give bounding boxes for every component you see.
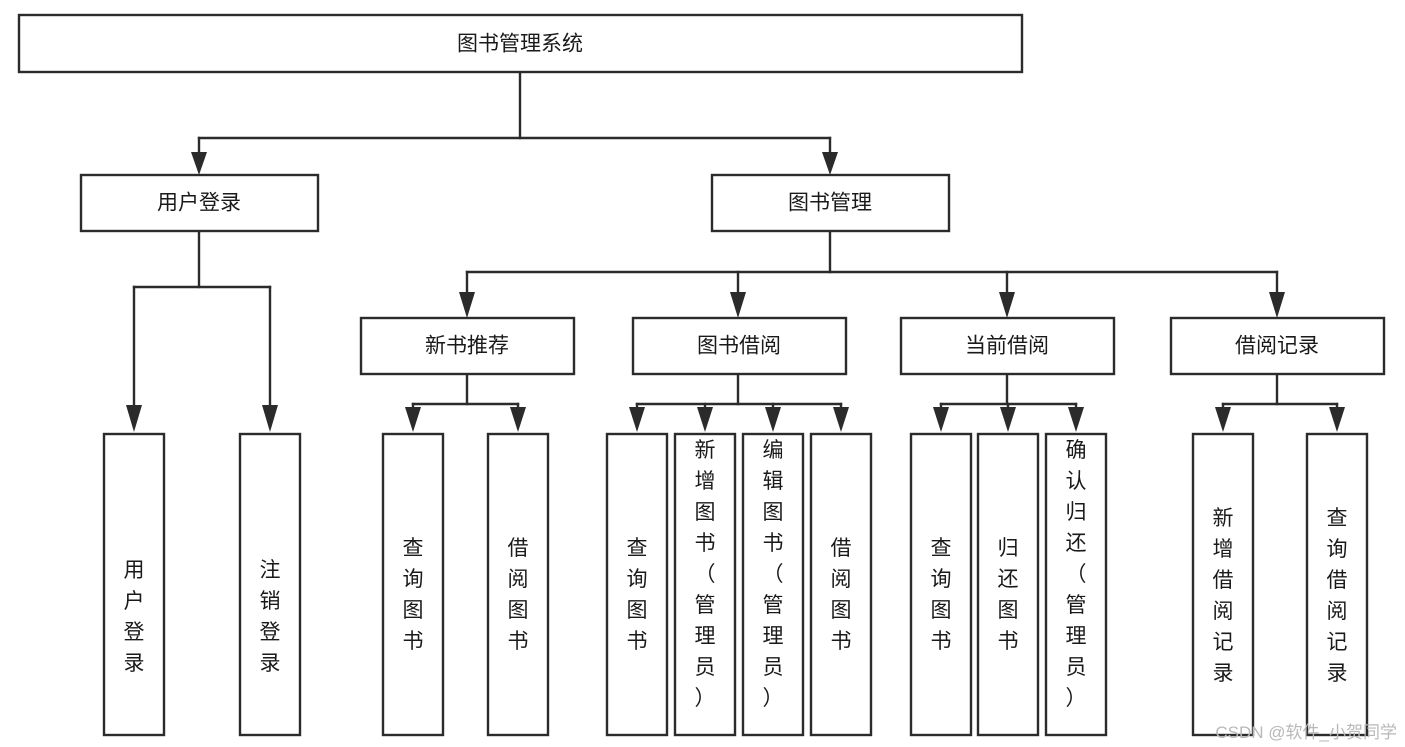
- node-book-manage-box[interactable]: [710, 173, 951, 233]
- node-leaf-add-book-box[interactable]: [673, 432, 737, 737]
- arrow-head-leaf-confirm-return: [1068, 407, 1084, 432]
- node-book-borrow-box[interactable]: [631, 316, 848, 376]
- node-leaf-return-book-box[interactable]: [976, 432, 1040, 737]
- node-leaf-borrow-book-a[interactable]: 借阅图书: [486, 432, 550, 737]
- node-leaf-return-book-label: 归还图书: [998, 537, 1019, 653]
- node-leaf-return-book[interactable]: 归还图书: [976, 432, 1040, 737]
- node-leaf-user-login[interactable]: 用户登录: [102, 432, 166, 737]
- arrow-head-leaf-return-book: [1000, 407, 1016, 432]
- node-new-book-rec-box[interactable]: [359, 316, 576, 376]
- node-borrow-record-box[interactable]: [1169, 316, 1386, 376]
- node-root-box[interactable]: [17, 13, 1024, 74]
- node-leaf-borrow-book-b[interactable]: 借阅图书: [809, 432, 873, 737]
- node-leaf-borrow-book-a-box[interactable]: [486, 432, 550, 737]
- node-leaf-borrow-book-a-label: 借阅图书: [508, 537, 529, 653]
- node-leaf-confirm-return[interactable]: 确认归还（管理员）: [1044, 432, 1108, 737]
- node-leaf-borrow-book-b-label: 借阅图书: [831, 537, 852, 653]
- node-leaf-query-record[interactable]: 查询借阅记录: [1305, 432, 1369, 737]
- node-leaf-confirm-return-label: 确认归还（管理员）: [1066, 439, 1087, 710]
- node-current-borrow[interactable]: 当前借阅: [899, 316, 1116, 376]
- arrow-head-leaf-add-record: [1215, 407, 1231, 432]
- node-leaf-query-book-c[interactable]: 查询图书: [909, 432, 973, 737]
- arrow-head-leaf-query-book-b: [629, 407, 645, 432]
- arrow-head-current-borrow: [999, 292, 1015, 318]
- node-new-book-rec[interactable]: 新书推荐: [359, 316, 576, 376]
- node-leaf-query-book-a-box[interactable]: [381, 432, 445, 737]
- node-user-login-box[interactable]: [79, 173, 320, 233]
- arrow-head-leaf-borrow-book-b: [833, 407, 849, 432]
- node-leaf-query-book-c-label: 查询图书: [931, 537, 952, 653]
- arrow-head-new-book-rec: [459, 292, 475, 318]
- node-leaf-query-book-a-label: 查询图书: [403, 537, 424, 653]
- connector-layer: [126, 70, 1345, 432]
- arrow-head-borrow-record: [1269, 292, 1285, 318]
- node-borrow-record-label: 借阅记录: [1235, 335, 1319, 358]
- arrow-head-leaf-user-login: [126, 405, 142, 432]
- node-leaf-logout[interactable]: 注销登录: [238, 432, 302, 737]
- node-leaf-query-book-b[interactable]: 查询图书: [605, 432, 669, 737]
- arrow-head-leaf-query-book-a: [405, 407, 421, 432]
- node-leaf-add-record-box[interactable]: [1191, 432, 1255, 737]
- node-book-borrow-label: 图书借阅: [697, 335, 781, 358]
- node-leaf-add-record-label: 新增借阅记录: [1213, 507, 1234, 685]
- arrow-head-leaf-query-book-c: [933, 407, 949, 432]
- node-leaf-user-login-box[interactable]: [102, 432, 166, 737]
- node-leaf-query-book-c-box[interactable]: [909, 432, 973, 737]
- node-book-manage-label: 图书管理: [788, 192, 872, 215]
- node-book-borrow[interactable]: 图书借阅: [631, 316, 848, 376]
- node-leaf-add-book[interactable]: 新增图书（管理员）: [673, 432, 737, 737]
- node-leaf-query-record-label: 查询借阅记录: [1327, 507, 1348, 685]
- node-leaf-logout-label: 注销登录: [260, 559, 281, 675]
- arrow-head-leaf-logout: [262, 405, 278, 432]
- node-leaf-edit-book-label: 编辑图书（管理员）: [763, 439, 784, 710]
- node-root-label: 图书管理系统: [457, 33, 583, 56]
- node-leaf-query-book-a[interactable]: 查询图书: [381, 432, 445, 737]
- node-leaf-confirm-return-box[interactable]: [1044, 432, 1108, 737]
- node-leaf-edit-book[interactable]: 编辑图书（管理员）: [741, 432, 805, 737]
- arrow-head-user-login: [191, 152, 207, 175]
- node-leaf-add-record[interactable]: 新增借阅记录: [1191, 432, 1255, 737]
- node-current-borrow-label: 当前借阅: [965, 335, 1049, 358]
- node-user-login[interactable]: 用户登录: [79, 173, 320, 233]
- node-leaf-borrow-book-b-box[interactable]: [809, 432, 873, 737]
- node-borrow-record[interactable]: 借阅记录: [1169, 316, 1386, 376]
- node-user-login-label: 用户登录: [157, 192, 241, 215]
- node-current-borrow-box[interactable]: [899, 316, 1116, 376]
- node-leaf-query-book-b-label: 查询图书: [627, 537, 648, 653]
- node-new-book-rec-label: 新书推荐: [425, 335, 509, 358]
- arrow-head-leaf-add-book: [697, 407, 713, 432]
- node-leaf-edit-book-box[interactable]: [741, 432, 805, 737]
- arrow-head-book-manage: [822, 152, 838, 175]
- arrow-head-book-borrow: [730, 292, 746, 318]
- node-leaf-query-record-box[interactable]: [1305, 432, 1369, 737]
- arrow-head-leaf-query-record: [1329, 407, 1345, 432]
- node-leaf-query-book-b-box[interactable]: [605, 432, 669, 737]
- arrow-head-leaf-edit-book: [765, 407, 781, 432]
- arrow-head-leaf-borrow-book-a: [510, 407, 526, 432]
- node-root[interactable]: 图书管理系统: [17, 13, 1024, 74]
- node-leaf-user-login-label: 用户登录: [124, 559, 145, 675]
- csdn-watermark: CSDN @软件_小贺同学: [1215, 723, 1397, 742]
- node-leaf-add-book-label: 新增图书（管理员）: [695, 439, 716, 710]
- node-leaf-logout-box[interactable]: [238, 432, 302, 737]
- node-book-manage[interactable]: 图书管理: [710, 173, 951, 233]
